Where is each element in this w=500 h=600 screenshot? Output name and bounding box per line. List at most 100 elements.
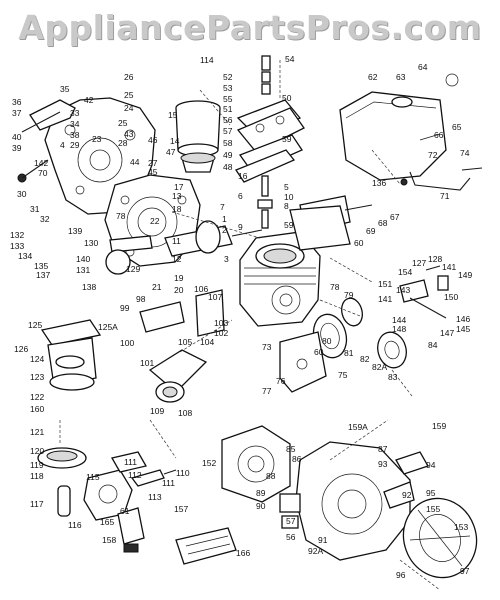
callout-80: 80 [322,336,332,346]
callout-57-b: 57 [286,516,296,526]
callout-2: 2 [222,225,227,235]
leader-lines [59,60,441,591]
callout-45: 45 [148,167,158,177]
callout-89: 89 [256,488,266,498]
callout-93: 93 [378,459,388,469]
callout-96: 96 [396,570,406,580]
callout-127: 127 [412,258,426,268]
callout-125: 125 [28,320,42,330]
callout-64: 64 [418,62,428,72]
callout-160: 160 [30,404,44,414]
cylinder-block [239,231,321,327]
callout-155: 155 [426,504,440,514]
callout-42: 42 [84,95,94,105]
camshaft [105,235,153,275]
callout-120: 120 [30,446,44,456]
valve-tappets [257,175,273,229]
callout-47: 47 [166,147,176,157]
callout-76: 76 [276,376,286,386]
callout-92: 92 [402,490,412,500]
callout-57: 57 [223,126,233,136]
callout-94: 94 [426,460,436,470]
callout-5: 5 [284,182,289,192]
callout-125a: 125A [98,322,118,332]
callout-82a: 82A [372,362,387,372]
callout-88: 88 [266,471,276,481]
part-number-callouts: 114 54 26 25 24 35 36 37 42 33 34 38 29 … [10,54,472,580]
callout-142: 142 [34,158,48,168]
callout-151: 151 [378,279,392,289]
callout-100: 100 [120,338,134,348]
callout-101: 101 [140,358,154,368]
callout-92a: 92A [308,546,323,556]
callout-7: 7 [220,202,225,212]
muffler-shields [139,289,225,337]
callout-22: 22 [150,216,160,226]
callout-28: 28 [118,138,128,148]
callout-114: 114 [200,55,214,65]
callout-98: 98 [136,294,146,304]
callout-13: 13 [172,191,182,201]
callout-14: 14 [170,136,180,146]
callout-78-b: 78 [330,282,340,292]
callout-26: 26 [124,72,134,82]
stator-assembly [221,425,291,503]
callout-124: 124 [30,354,44,364]
callout-33: 33 [70,108,80,118]
fuel-filter [57,485,71,517]
callout-78: 78 [116,211,126,221]
callout-147: 147 [440,328,454,338]
callout-104: 104 [200,337,214,347]
callout-140: 140 [76,254,90,264]
fuel-tank-bracket [400,167,483,191]
blower-housing [295,441,411,561]
callout-65: 65 [452,122,462,132]
callout-15: 15 [168,110,178,120]
callout-122: 122 [30,392,44,402]
callout-43: 43 [124,129,134,139]
callout-157: 157 [174,504,188,514]
callout-83: 83 [388,372,398,382]
callout-3: 3 [224,254,229,264]
callout-53: 53 [223,83,233,93]
cylinder-shield [279,331,327,393]
callout-68: 68 [378,218,388,228]
callout-30: 30 [17,189,27,199]
callout-119: 119 [30,460,44,470]
callout-27: 27 [148,158,158,168]
callout-50: 50 [282,93,292,103]
callout-99: 99 [120,303,130,313]
callout-143: 143 [396,285,410,295]
air-filter-element [175,527,237,565]
callout-116: 116 [68,520,82,530]
callout-1: 1 [222,214,227,224]
callout-29: 29 [70,140,80,150]
callout-138: 138 [82,282,96,292]
callout-135: 135 [34,261,48,271]
callout-67: 67 [390,212,400,222]
flywheel-shroud [383,451,429,509]
rotating-screen [402,497,478,579]
callout-86: 86 [292,454,302,464]
callout-108: 108 [178,408,192,418]
callout-139: 139 [68,226,82,236]
callout-6: 6 [238,191,243,201]
callout-145: 145 [456,324,470,334]
callout-136: 136 [372,178,386,188]
callout-79: 79 [344,290,354,300]
air-cleaner-stack [175,100,221,173]
callout-159: 159 [432,421,446,431]
callout-109: 109 [150,406,164,416]
callout-117: 117 [30,499,44,509]
callout-110: 110 [176,468,190,478]
callout-66: 66 [434,130,444,140]
callout-54: 54 [285,54,295,64]
callout-55: 55 [223,94,233,104]
callout-150: 150 [444,292,458,302]
callout-58: 58 [223,138,233,148]
callout-59: 59 [282,134,292,144]
callout-73: 73 [262,342,272,352]
callout-97: 97 [460,566,470,576]
callout-40: 40 [12,132,22,142]
